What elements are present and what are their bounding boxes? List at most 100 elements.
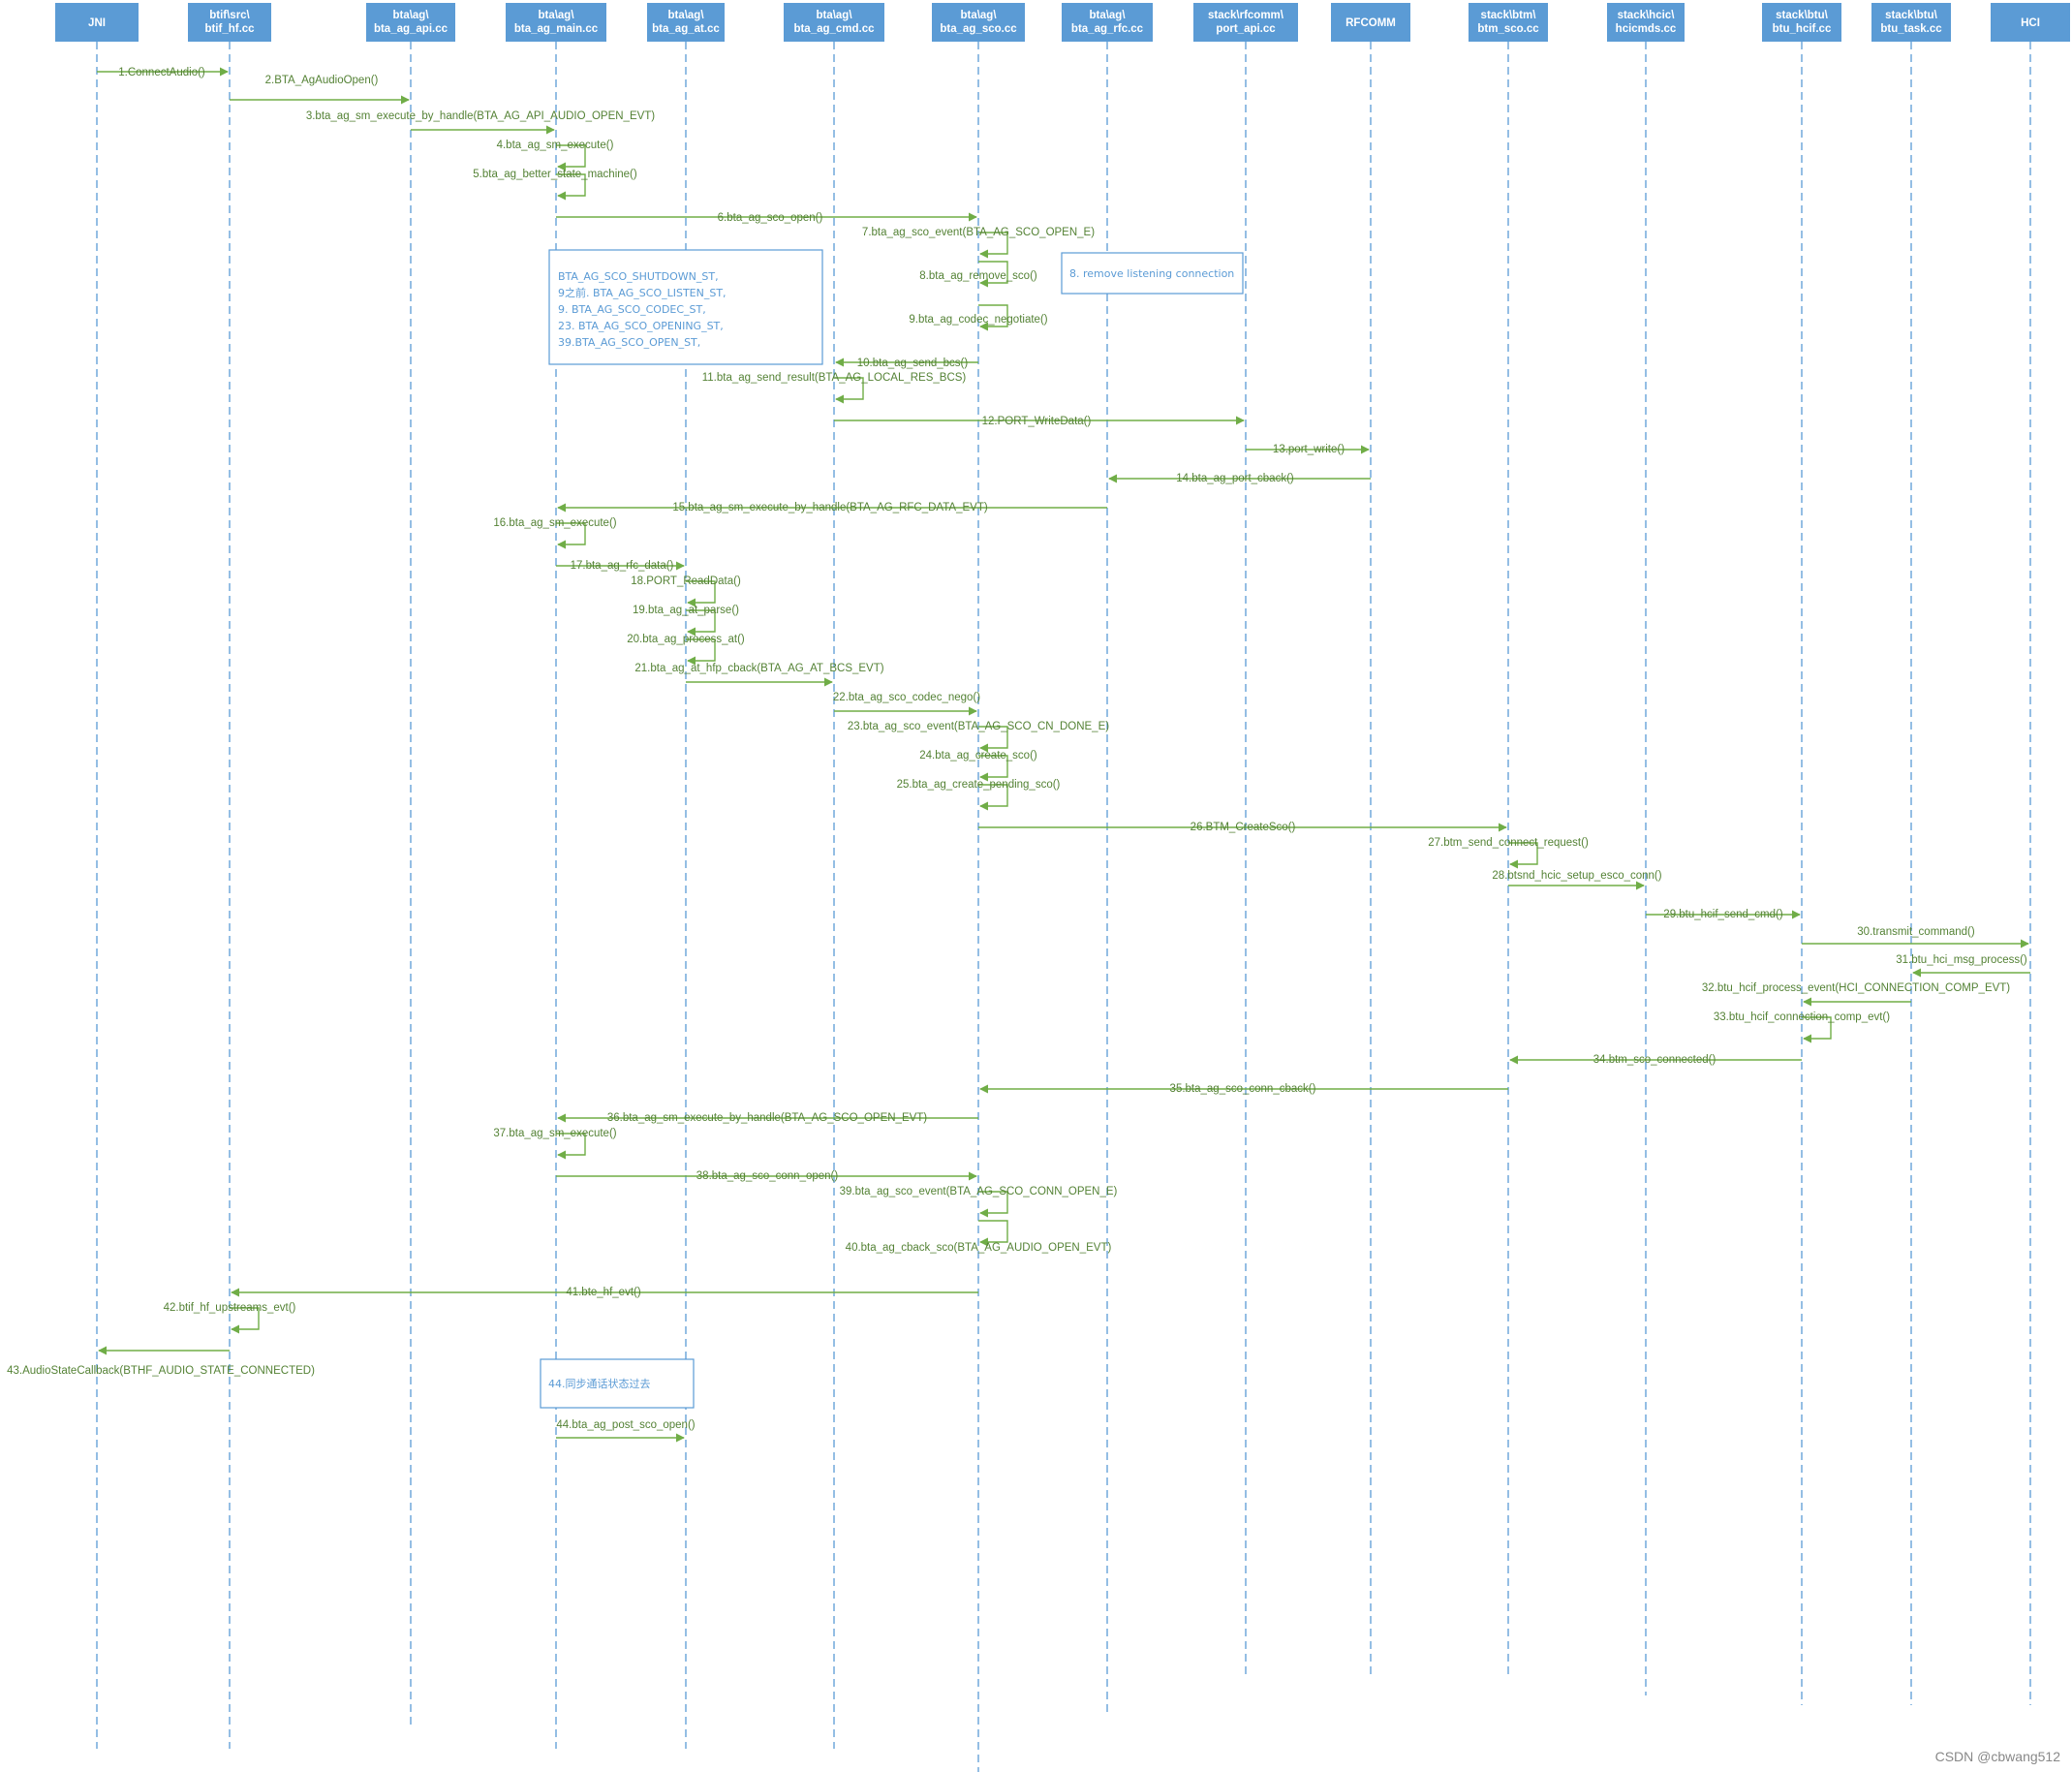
- notes: BTA_AG_SCO_SHUTDOWN_ST, 9之前. BTA_AG_SCO_L…: [540, 249, 1244, 1409]
- note-text: 23. BTA_AG_SCO_OPENING_ST,: [558, 320, 724, 332]
- note-text: 44.同步通话状态过去: [548, 1377, 651, 1390]
- message-label: 31.btu_hci_msg_process(): [1896, 954, 2027, 966]
- participant-label: HCI: [2021, 17, 2040, 29]
- message-label: 23.bta_ag_sco_event(BTA_AG_SCO_CN_DONE_E…: [848, 721, 1109, 732]
- message-label: 33.btu_hcif_connection_comp_evt(): [1714, 1011, 1890, 1023]
- message-label: 21.bta_ag_at_hfp_cback(BTA_AG_AT_BCS_EVT…: [634, 663, 883, 674]
- self-message-arrow: [978, 726, 1008, 753]
- participant-box: [784, 3, 884, 42]
- note-text: BTA_AG_SCO_SHUTDOWN_ST,: [558, 270, 719, 283]
- participant-label: hcicmds.cc: [1616, 23, 1677, 35]
- participant-box: [1062, 3, 1153, 42]
- self-message-arrow: [686, 638, 716, 666]
- message-label: 28.btsnd_hcic_setup_esco_conn(): [1492, 870, 1661, 882]
- message-7: 7.bta_ag_sco_event(BTA_AG_SCO_OPEN_E): [862, 227, 1095, 259]
- note-box: [540, 1358, 695, 1409]
- message-21: 21.bta_ag_at_hfp_cback(BTA_AG_AT_BCS_EVT…: [634, 663, 884, 687]
- message-19: 19.bta_ag_at_parse(): [633, 605, 739, 637]
- note-box: [548, 249, 823, 365]
- message-label: 18.PORT_ReadData(): [631, 575, 741, 587]
- participant-port_api: stack\rfcomm\port_api.cc: [1193, 3, 1298, 42]
- participant-label: stack\btu\: [1885, 10, 1937, 21]
- message-label: 3.bta_ag_sm_execute_by_handle(BTA_AG_API…: [306, 110, 655, 122]
- message-label: 32.btu_hcif_process_event(HCI_CONNECTION…: [1702, 982, 2010, 994]
- message-label: 11.bta_ag_send_result(BTA_AG_LOCAL_RES_B…: [702, 372, 967, 384]
- message-22: 22.bta_ag_sco_codec_nego(): [833, 692, 980, 716]
- participant-label: bta_ag_at.cc: [652, 23, 720, 35]
- participant-box: [1193, 3, 1298, 42]
- self-message-arrow: [1508, 842, 1538, 869]
- message-label: 2.BTA_AgAudioOpen(): [265, 75, 379, 86]
- participant-label: btif\src\: [209, 10, 250, 21]
- message-31: 31.btu_hci_msg_process(): [1896, 954, 2030, 978]
- message-label: 26.BTM_CreateSco(): [1191, 822, 1296, 833]
- message-20: 20.bta_ag_process_at(): [627, 634, 745, 666]
- self-message-arrow: [978, 755, 1008, 782]
- participant-box: [506, 3, 606, 42]
- message-34: 34.btm_sco_connected(): [1509, 1054, 1802, 1066]
- participant-box: [55, 3, 139, 42]
- participant-ag_main: bta\ag\ bta_ag_main.cc: [506, 3, 606, 42]
- participant-headers: JNIbtif\src\btif_hf.ccbta\ag\bta_ag_api.…: [55, 3, 2070, 42]
- message-30: 30.transmit_command(): [1802, 926, 2029, 948]
- message-9: 9.bta_ag_codec_negotiate(): [909, 304, 1048, 331]
- message-label: 10.bta_ag_send_bcs(): [857, 358, 969, 369]
- message-38: 38.bta_ag_sco_conn_open(): [556, 1170, 977, 1182]
- self-message-arrow: [686, 609, 716, 637]
- message-label: 27.btm_send_connect_request(): [1428, 837, 1589, 849]
- self-message-arrow: [556, 173, 586, 201]
- message-label: 17.bta_ag_rfc_data(): [571, 560, 674, 572]
- participant-label: bta_ag_cmd.cc: [793, 23, 875, 35]
- participant-label: stack\rfcomm\: [1208, 10, 1284, 21]
- message-23: 23.bta_ag_sco_event(BTA_AG_SCO_CN_DONE_E…: [848, 721, 1109, 753]
- note-text: 9. BTA_AG_SCO_CODEC_ST,: [558, 303, 706, 316]
- self-message-arrow: [834, 377, 864, 404]
- participant-label: RFCOMM: [1345, 17, 1396, 29]
- participant-label: bta_ag_api.cc: [374, 23, 448, 35]
- message-14: 14.bta_ag_port_cback(): [1108, 473, 1371, 484]
- message-17: 17.bta_ag_rfc_data(): [556, 560, 685, 572]
- self-message-arrow: [556, 522, 586, 549]
- participant-label: bta_ag_sco.cc: [940, 23, 1017, 35]
- message-label: 7.bta_ag_sco_event(BTA_AG_SCO_OPEN_E): [862, 227, 1095, 238]
- participant-label: bta_ag_main.cc: [514, 23, 599, 35]
- message-5: 5.bta_ag_better_state_machine(): [473, 169, 637, 201]
- participant-label: stack\btu\: [1776, 10, 1828, 21]
- message-label: 12.PORT_WriteData(): [982, 416, 1092, 427]
- participant-label: bta\ag\: [538, 10, 574, 21]
- message-label: 20.bta_ag_process_at(): [627, 634, 745, 645]
- message-label: 5.bta_ag_better_state_machine(): [473, 169, 637, 180]
- message-label: 4.bta_ag_sm_execute(): [497, 140, 614, 151]
- message-44: 44.bta_ag_post_sco_open(): [556, 1419, 696, 1443]
- message-label: 16.bta_ag_sm_execute(): [493, 517, 616, 529]
- note-text: 9之前. BTA_AG_SCO_LISTEN_ST,: [558, 286, 727, 299]
- message-label: 15.bta_ag_sm_execute_by_handle(BTA_AG_RF…: [672, 502, 988, 513]
- participant-box: [1762, 3, 1841, 42]
- message-label: 40.bta_ag_cback_sco(BTA_AG_AUDIO_OPEN_EV…: [846, 1242, 1112, 1254]
- message-label: 35.bta_ag_sco_conn_cback(): [1170, 1083, 1316, 1095]
- participant-label: stack\hcic\: [1618, 10, 1676, 21]
- participant-label: bta\ag\: [667, 10, 704, 21]
- participant-rfcomm: RFCOMM: [1331, 3, 1410, 42]
- message-18: 18.PORT_ReadData(): [631, 575, 741, 607]
- message-label: 25.bta_ag_create_pending_sco(): [897, 779, 1061, 791]
- participant-box: [1607, 3, 1685, 42]
- self-message-arrow: [978, 304, 1008, 331]
- message-label: 41.bte_hf_evt(): [566, 1287, 641, 1298]
- message-12: 12.PORT_WriteData(): [834, 416, 1245, 427]
- message-label: 29.btu_hcif_send_cmd(): [1663, 909, 1783, 920]
- participant-ag_api: bta\ag\ bta_ag_api.cc: [366, 3, 455, 42]
- lifelines: [96, 42, 2031, 1772]
- message-24: 24.bta_ag_create_sco(): [919, 750, 1037, 782]
- participant-box: [1331, 3, 1410, 42]
- message-label: 44.bta_ag_post_sco_open(): [556, 1419, 695, 1431]
- note-box: [1061, 252, 1244, 295]
- message-4: 4.bta_ag_sm_execute(): [497, 140, 614, 171]
- message-label: 43.AudioStateCallback(BTHF_AUDIO_STATE_C…: [7, 1365, 315, 1377]
- message-label: 9.bta_ag_codec_negotiate(): [909, 314, 1047, 326]
- message-25: 25.bta_ag_create_pending_sco(): [897, 779, 1061, 811]
- participant-label: btu_hcif.cc: [1773, 23, 1832, 35]
- participant-box: [1871, 3, 1951, 42]
- participant-label: stack\btm\: [1481, 10, 1537, 21]
- participant-label: bta\ag\: [392, 10, 429, 21]
